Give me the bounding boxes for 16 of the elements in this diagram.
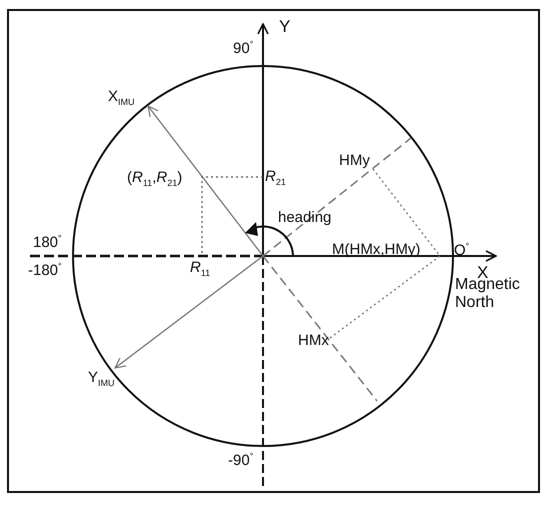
axis-label: -180$^{°}$	[28, 262, 62, 280]
axis-label: M(HMx,HMy)	[332, 242, 420, 258]
axis-label: -90$^{°}$	[228, 452, 254, 470]
axis-label: 180$^{°}$	[33, 234, 62, 252]
axis-label: R$_{11}$	[190, 260, 210, 279]
axis-label: HMx	[298, 333, 329, 350]
axis-label: (R$_{11}$,R$_{21}$)	[127, 170, 182, 189]
axis-label: heading	[278, 210, 332, 226]
axis-label: R$_{21}$	[265, 169, 286, 188]
axis-label: Y$_{IMU}$	[88, 370, 115, 389]
axis-label: HMy	[339, 153, 370, 170]
axis-label: 90$^{°}$	[233, 40, 254, 58]
axis-label: X$_{IMU}$	[108, 89, 135, 108]
axis-label: O$^{°}$	[454, 242, 470, 260]
axis-label: Magnetic North	[455, 276, 521, 312]
axis-label: Y	[279, 18, 290, 37]
